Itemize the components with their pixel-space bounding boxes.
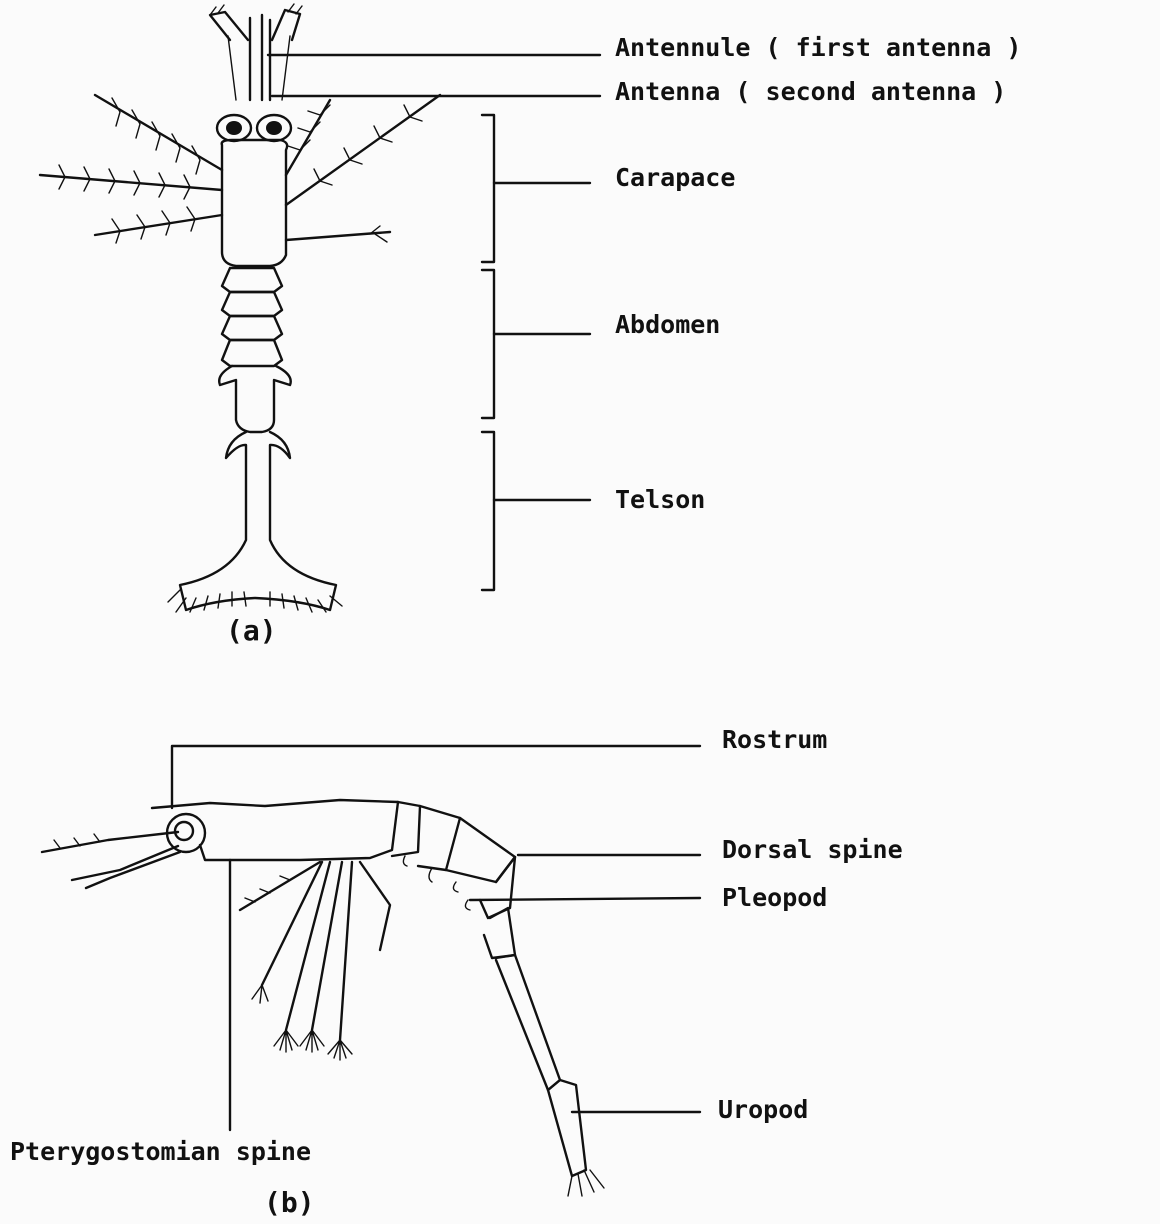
telson-label: Telson — [615, 485, 705, 514]
abdomen-label: Abdomen — [615, 310, 720, 339]
caption-b: (b) — [264, 1186, 315, 1219]
region-braces — [482, 115, 590, 590]
pleopod-leader — [470, 898, 700, 900]
caption-a: (a) — [226, 614, 277, 647]
pleopod-label: Pleopod — [722, 883, 827, 912]
larva-lateral-view: Rostrum Dorsal spine Pleopod Uropod Pter… — [10, 725, 903, 1219]
antenna-label: Antenna ( second antenna ) — [615, 77, 1006, 106]
rostrum-label: Rostrum — [722, 725, 827, 754]
lateral-abdomen — [392, 802, 604, 1196]
dorsal-spine-label: Dorsal spine — [722, 835, 903, 864]
right-appendages — [286, 95, 440, 242]
lateral-thoracic-legs — [240, 862, 390, 1060]
uropod-label: Uropod — [718, 1095, 808, 1124]
lateral-antennae — [42, 832, 180, 888]
telson-drawing — [168, 432, 342, 612]
antennae-drawing — [210, 4, 302, 100]
antennule-label: Antennule ( first antenna ) — [615, 33, 1021, 62]
rostrum-leader — [172, 746, 700, 808]
abdomen-drawing — [219, 268, 291, 432]
left-appendages — [40, 95, 222, 243]
pterygostomian-spine-label: Pterygostomian spine — [10, 1137, 311, 1166]
eyes-drawing — [217, 115, 291, 141]
carapace-label: Carapace — [615, 163, 735, 192]
larva-dorsal-view: Antennule ( first antenna ) Antenna ( se… — [40, 4, 1021, 647]
carapace-drawing — [222, 140, 287, 266]
